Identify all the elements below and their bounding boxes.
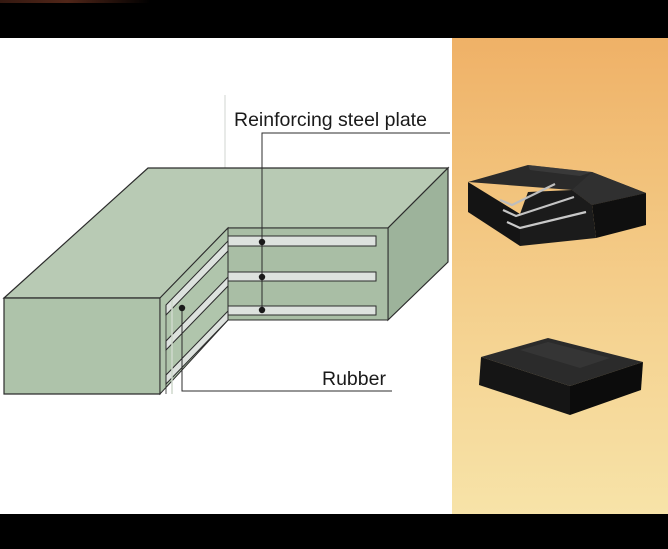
leader-dot [258,306,266,314]
rubber-label: Rubber [322,368,386,390]
laminated-bearing-left [468,182,520,246]
plain-bearing-left [479,357,570,415]
bottom-black-bar [0,514,668,549]
photo-panel [452,38,668,514]
plain-bearing-photo [479,338,643,415]
steel-plate [227,235,377,247]
leader-dot [258,238,266,246]
top-black-bar [0,0,668,38]
steel-plate [227,305,377,316]
leader-dot [258,273,266,281]
laminated-bearing-highlight [528,165,592,176]
rubber-layer-lines [159,298,173,394]
steel-plate-label: Reinforcing steel plate [234,109,427,131]
plain-bearing-top-sheen [520,342,610,368]
laminated-bearing-photo [468,165,646,246]
steel-plate-edge [506,210,587,230]
laminated-bearing-right-top [572,172,646,205]
steel-plate-leader-line [261,132,450,310]
bearing-cutaway-diagram: Reinforcing steel plate Rubber [2,95,450,396]
steel-plate-edge [499,183,556,207]
top-edge-strip [0,0,150,3]
steel-plate-edge [502,195,575,218]
steel-plate [227,271,377,282]
block-front-face [3,297,161,395]
plain-bearing-right [570,362,643,415]
diagram-panel: Reinforcing steel plate Rubber [0,38,452,514]
laminated-bearing-front [592,193,646,238]
rubber-leader-line [181,308,392,392]
steel-plates-back [227,235,377,316]
bearing-photos [468,165,646,415]
leader-dot [178,304,186,312]
